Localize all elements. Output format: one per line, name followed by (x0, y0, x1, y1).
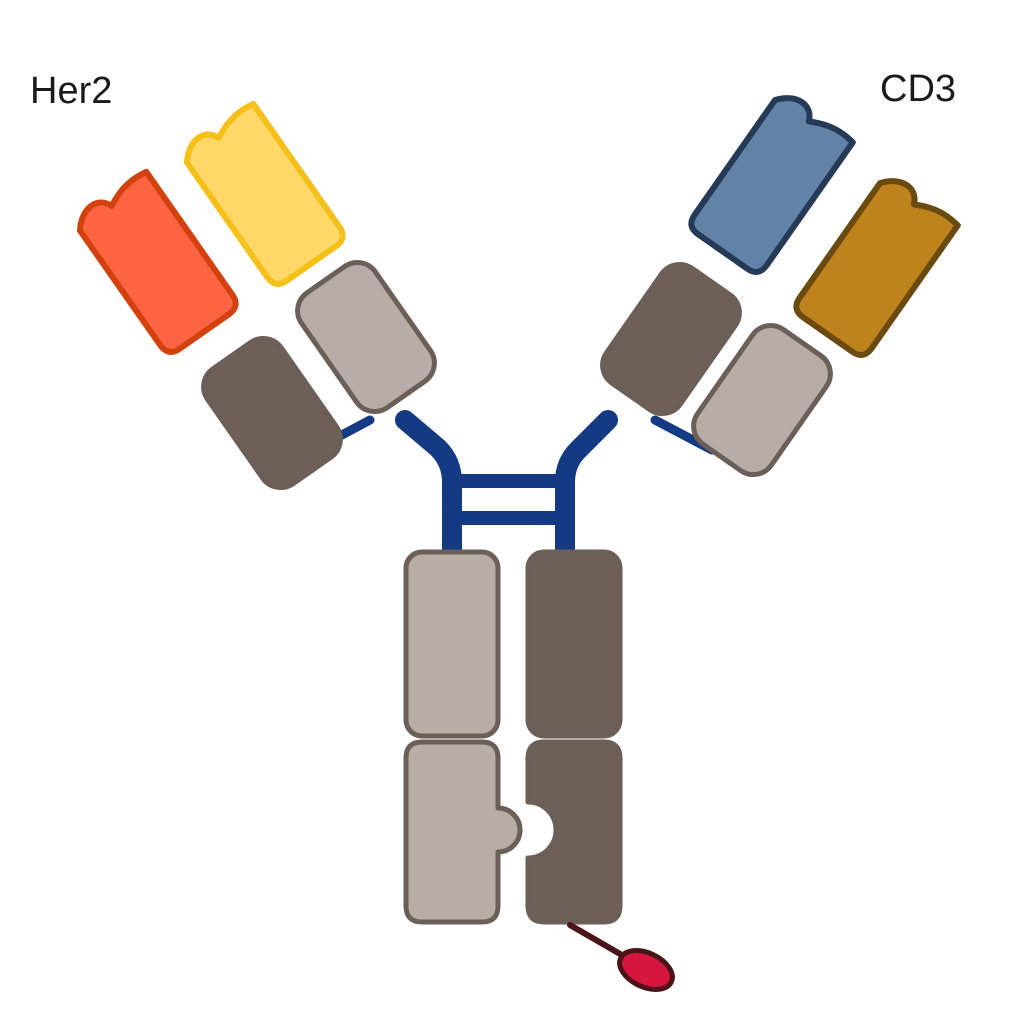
fc-region (403, 549, 623, 925)
left-ch2-domain (403, 549, 501, 739)
tag-marker (617, 948, 675, 992)
left-ch3-domain-knob (403, 739, 523, 925)
left-heavy-constant-domain (295, 259, 437, 415)
right-ch3-domain-hole (525, 739, 623, 925)
left-hinge-chain (395, 410, 462, 570)
cd3-label: CD3 (880, 68, 957, 110)
right-light-constant-domain (691, 322, 833, 478)
c-terminal-tag (567, 922, 675, 992)
hinge-region (305, 410, 717, 570)
left-light-constant-domain (201, 335, 343, 491)
her2-light-variable-domain (76, 168, 239, 355)
right-heavy-constant-domain (600, 261, 742, 417)
her2-heavy-variable-domain (183, 100, 346, 287)
cd3-heavy-variable-domain (688, 95, 856, 275)
right-fab-arm (600, 95, 961, 478)
her2-label: Her2 (30, 70, 113, 112)
right-hinge-chain (555, 410, 618, 570)
cd3-light-variable-domain (793, 178, 961, 358)
left-fab-arm (76, 100, 437, 491)
right-ch2-domain (525, 549, 623, 739)
